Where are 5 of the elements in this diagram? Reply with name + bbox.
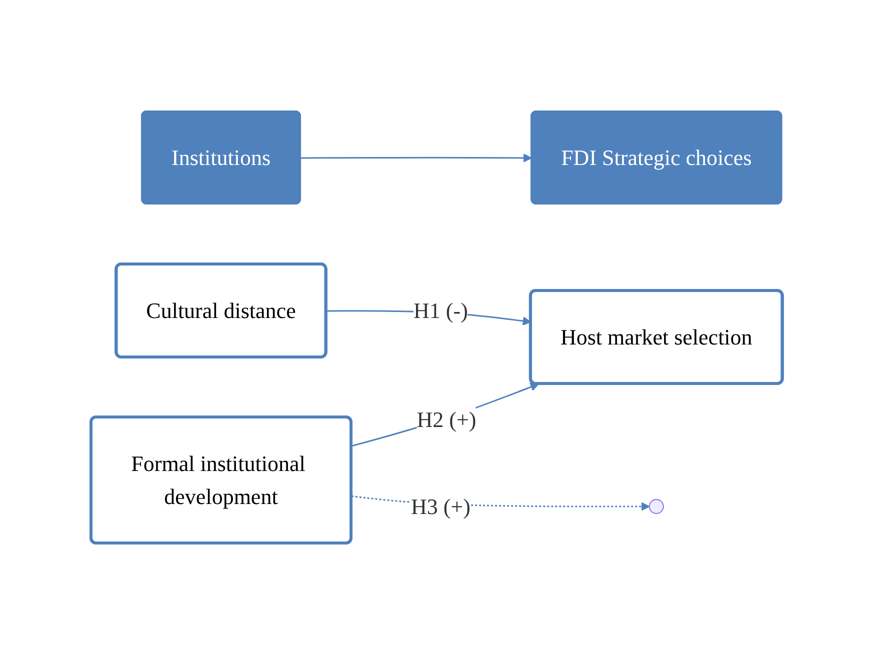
edge-label: H2 (+) <box>416 406 476 432</box>
arrow <box>351 382 539 446</box>
edge-label: H1 (-) <box>413 298 468 322</box>
edge-label: H3 (+) <box>410 494 470 518</box>
arrow <box>300 153 532 162</box>
